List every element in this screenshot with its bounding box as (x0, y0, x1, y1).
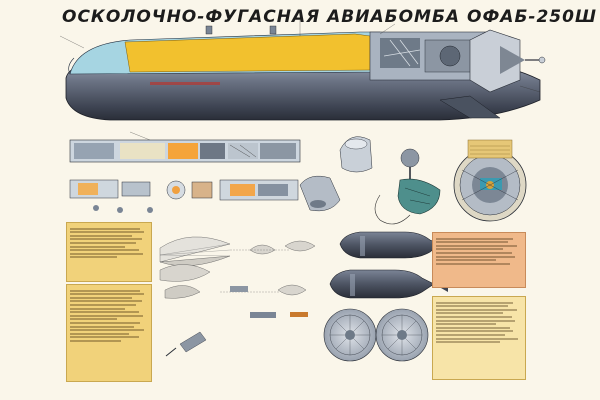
tail-fuze-round-view (453, 139, 527, 222)
main-bomb-cutaway (59, 20, 546, 121)
panel-right-bottom-text (433, 298, 525, 347)
fuze-longitudinal-section (69, 131, 301, 163)
fuze-component-details (69, 179, 299, 213)
panel-right-top-text (433, 234, 525, 268)
small-bomb-views (329, 231, 471, 299)
panel-left-bottom (66, 284, 152, 382)
fuze-3d-parts (299, 136, 441, 225)
panel-left-top (66, 222, 152, 282)
panel-right-top (432, 232, 526, 288)
drogue-parachute-system (159, 236, 316, 357)
tail-discs (323, 308, 429, 362)
panel-left-top-text (67, 224, 151, 262)
panel-right-bottom (432, 296, 526, 380)
panel-left-bottom-text (67, 286, 151, 346)
poster-title: ОСКОЛОЧНО-ФУГАСНАЯ АВИАБОМБА ОФАБ-250Ш (62, 7, 597, 27)
